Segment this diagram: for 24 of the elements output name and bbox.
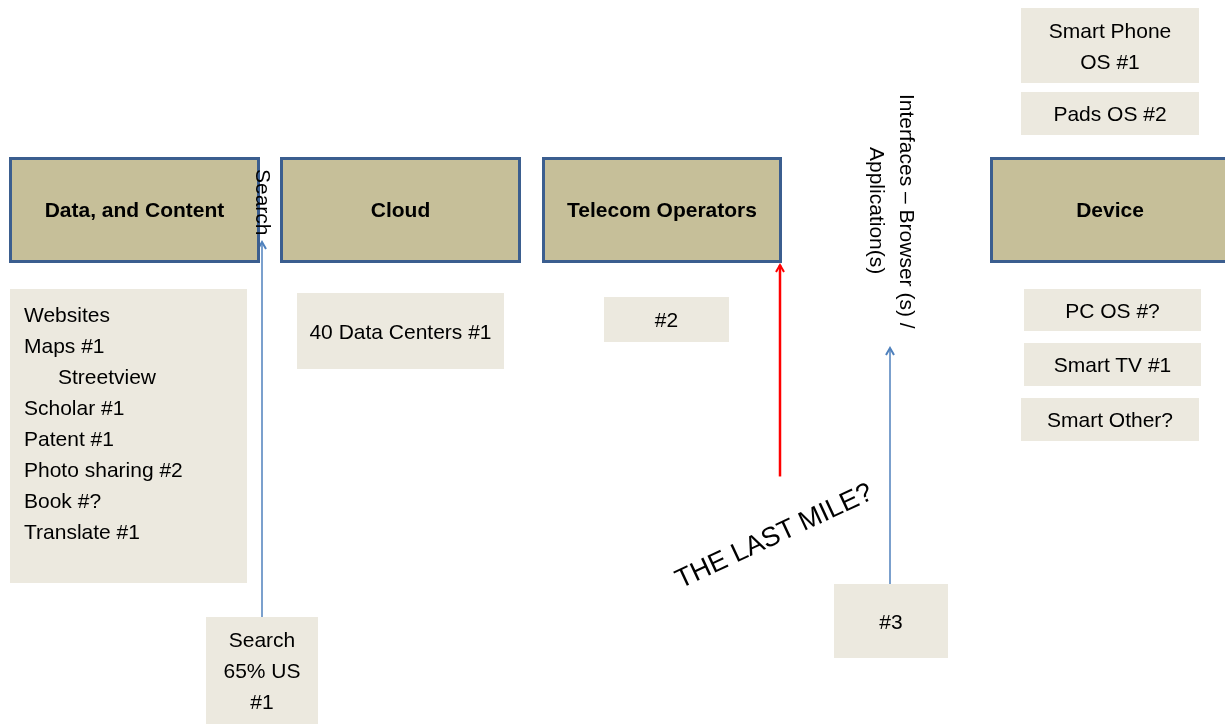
arrow bbox=[775, 264, 785, 477]
info-box: Smart Phone OS #1 bbox=[1021, 8, 1199, 83]
list-item: Translate #1 bbox=[24, 519, 141, 545]
info-box: Pads OS #2 bbox=[1021, 92, 1199, 135]
list-item: Book #? bbox=[24, 488, 103, 514]
info-box: 40 Data Centers #1 bbox=[297, 293, 504, 369]
list-item: Streetview bbox=[57, 364, 158, 390]
header-box: Telecom Operators bbox=[542, 157, 782, 263]
info-box: #2 bbox=[604, 297, 729, 342]
list-box bbox=[10, 289, 247, 583]
header-box: Device bbox=[990, 157, 1225, 263]
vertical-label: Interfaces – Browser (s) / Application(s) bbox=[856, 76, 922, 346]
list-item: Websites bbox=[24, 302, 111, 328]
list-item: Patent #1 bbox=[24, 426, 115, 452]
info-box: Search 65% US #1 bbox=[206, 617, 318, 724]
info-box: Smart TV #1 bbox=[1024, 343, 1201, 386]
list-item: Photo sharing #2 bbox=[24, 457, 184, 483]
arrow bbox=[885, 347, 895, 585]
header-box: Cloud bbox=[280, 157, 521, 263]
list-item: Scholar #1 bbox=[24, 395, 126, 421]
info-box: Smart Other? bbox=[1021, 398, 1199, 441]
list-item: Maps #1 bbox=[24, 333, 106, 359]
info-box: #3 bbox=[834, 584, 948, 658]
info-box: PC OS #? bbox=[1024, 289, 1201, 331]
